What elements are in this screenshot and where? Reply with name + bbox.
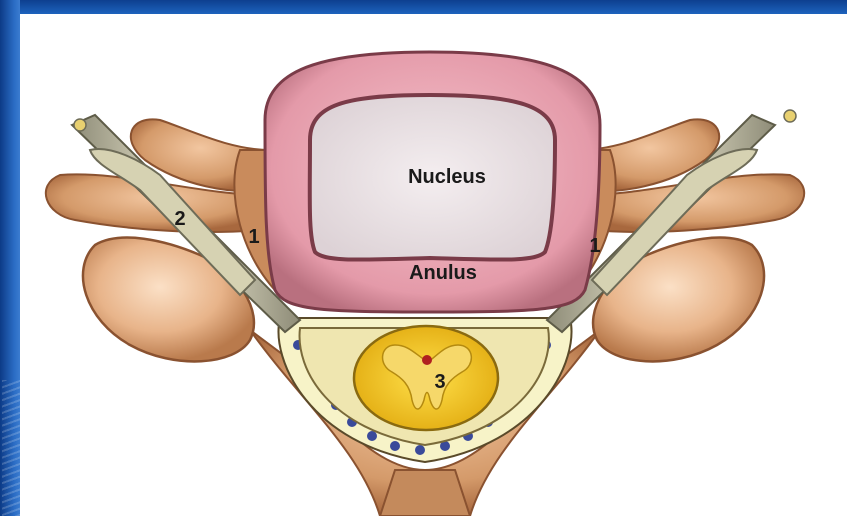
label-anulus: Anulus bbox=[409, 262, 477, 284]
nerve-root-left-tip bbox=[74, 119, 86, 131]
label-2: 2 bbox=[174, 208, 185, 230]
label-1-right: 1 bbox=[589, 235, 600, 257]
spinous-process bbox=[380, 470, 470, 516]
central-canal bbox=[422, 355, 432, 365]
label-1-left: 1 bbox=[248, 226, 259, 248]
label-nucleus: Nucleus bbox=[408, 166, 486, 188]
nerve-root-right-tip bbox=[784, 110, 796, 122]
label-3: 3 bbox=[434, 371, 445, 393]
